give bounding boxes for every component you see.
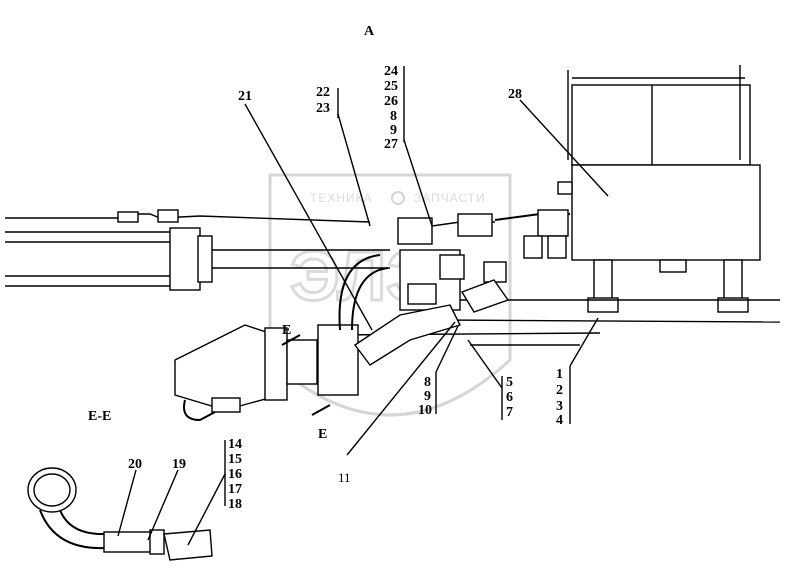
callout-3: 3: [556, 399, 563, 414]
callout-18: 18: [228, 497, 242, 512]
drain-fitting: [211, 397, 241, 413]
view-title: A: [364, 24, 375, 39]
leader-1-4: [569, 317, 599, 367]
tank-foot-left: [587, 297, 619, 313]
cylinder-inner-lines: [5, 241, 170, 277]
distributor-fitting: [439, 254, 465, 280]
callout-24: 24: [384, 64, 398, 79]
hydraulic-line-top: [5, 213, 371, 223]
drain-hose: [183, 399, 216, 422]
callout-19: 19: [172, 457, 186, 472]
callout-14: 14: [228, 437, 242, 452]
pump-motor: [317, 324, 359, 396]
hydraulic-cylinder: [5, 209, 390, 291]
section-detail: [27, 467, 213, 561]
callout-10: 10: [418, 403, 432, 418]
leader-5-7: [467, 339, 503, 389]
distributor-port: [407, 283, 437, 305]
leader-28: [519, 99, 609, 197]
distributor-fitting: [483, 261, 507, 283]
leader-19: [147, 469, 179, 541]
callout-8-top: 8: [390, 109, 397, 124]
leader-24-27: [403, 139, 433, 227]
leader-11: [346, 321, 456, 456]
callout-16: 16: [228, 467, 242, 482]
valve-block-top: [397, 217, 433, 245]
leader-20: [117, 469, 137, 537]
detail-flange-inner: [33, 473, 71, 507]
cylinder-collar: [197, 235, 213, 283]
leader-22-23: [337, 113, 371, 227]
leader-8-10: [435, 325, 459, 373]
pressure-hose: [338, 254, 381, 331]
callout-9-top: 9: [390, 123, 397, 138]
suction-pipe: [353, 304, 461, 366]
callout-2: 2: [556, 383, 563, 398]
leader-14-18: [187, 473, 226, 546]
callout-9-bottom: 9: [424, 389, 431, 404]
pressure-hose: [351, 267, 389, 331]
tank-drain: [659, 259, 687, 273]
pump-assembly: [174, 254, 461, 422]
detail-elbow: [59, 509, 106, 536]
callout-7: 7: [506, 405, 513, 420]
cylinder-body: [5, 231, 180, 287]
line-fitting: [157, 209, 179, 223]
gear-icon: [391, 191, 405, 205]
pump-flange: [264, 327, 288, 401]
callout-6: 6: [506, 390, 513, 405]
detail-clamp: [149, 529, 165, 555]
callout-17: 17: [228, 482, 242, 497]
valve-connector: [457, 213, 493, 237]
frame-rail: [439, 319, 781, 323]
callout-20: 20: [128, 457, 142, 472]
leader-21: [244, 103, 373, 331]
section-arrow-top: [281, 334, 301, 346]
tank-valve-knob: [547, 235, 567, 259]
tank-leg-right: [723, 259, 743, 301]
tank-valve: [537, 209, 569, 237]
callout-23: 23: [316, 101, 330, 116]
leader-lines: [117, 66, 609, 546]
callout-26: 26: [384, 94, 398, 109]
pump-coupling: [286, 339, 318, 385]
labels: A E-E E E 21 22 23 24 25 26 8 9 27 28 1 …: [88, 24, 563, 512]
section-mark-top: E: [282, 323, 291, 338]
section-arrow-bottom: [311, 404, 331, 416]
detail-pipe: [103, 531, 155, 553]
watermark-text-right: ЗАПЧАСТИ: [414, 191, 486, 205]
callout-5: 5: [506, 375, 513, 390]
section-mark-bottom: E: [318, 427, 327, 442]
cylinder-rod: [212, 249, 390, 269]
cylinder-gland: [169, 227, 201, 291]
tank-foot-right: [717, 297, 749, 313]
callout-22: 22: [316, 85, 330, 100]
callout-21: 21: [238, 89, 252, 104]
tank-port: [557, 181, 573, 195]
hydraulic-tank: [557, 65, 761, 313]
tank-upper: [571, 84, 751, 166]
section-view-label: E-E: [88, 409, 111, 424]
filter-housing: [460, 279, 510, 313]
detail-flange: [27, 467, 77, 513]
valve-assembly: [397, 209, 570, 313]
line-fitting: [117, 211, 139, 223]
pump-body: [174, 324, 281, 411]
callout-27: 27: [384, 137, 398, 152]
callout-4: 4: [556, 413, 563, 428]
tank-lower: [571, 164, 761, 261]
tank-valve-knob: [523, 235, 543, 259]
detail-elbow: [39, 509, 106, 550]
callout-1: 1: [556, 367, 563, 382]
watermark-text-left: ТЕХНИКА: [310, 191, 373, 205]
callout-28: 28: [508, 87, 522, 102]
tank-leg-left: [593, 259, 613, 301]
callout-11: 11: [338, 470, 351, 485]
callout-8-bottom: 8: [424, 375, 431, 390]
callout-15: 15: [228, 452, 242, 467]
callout-25: 25: [384, 79, 398, 94]
